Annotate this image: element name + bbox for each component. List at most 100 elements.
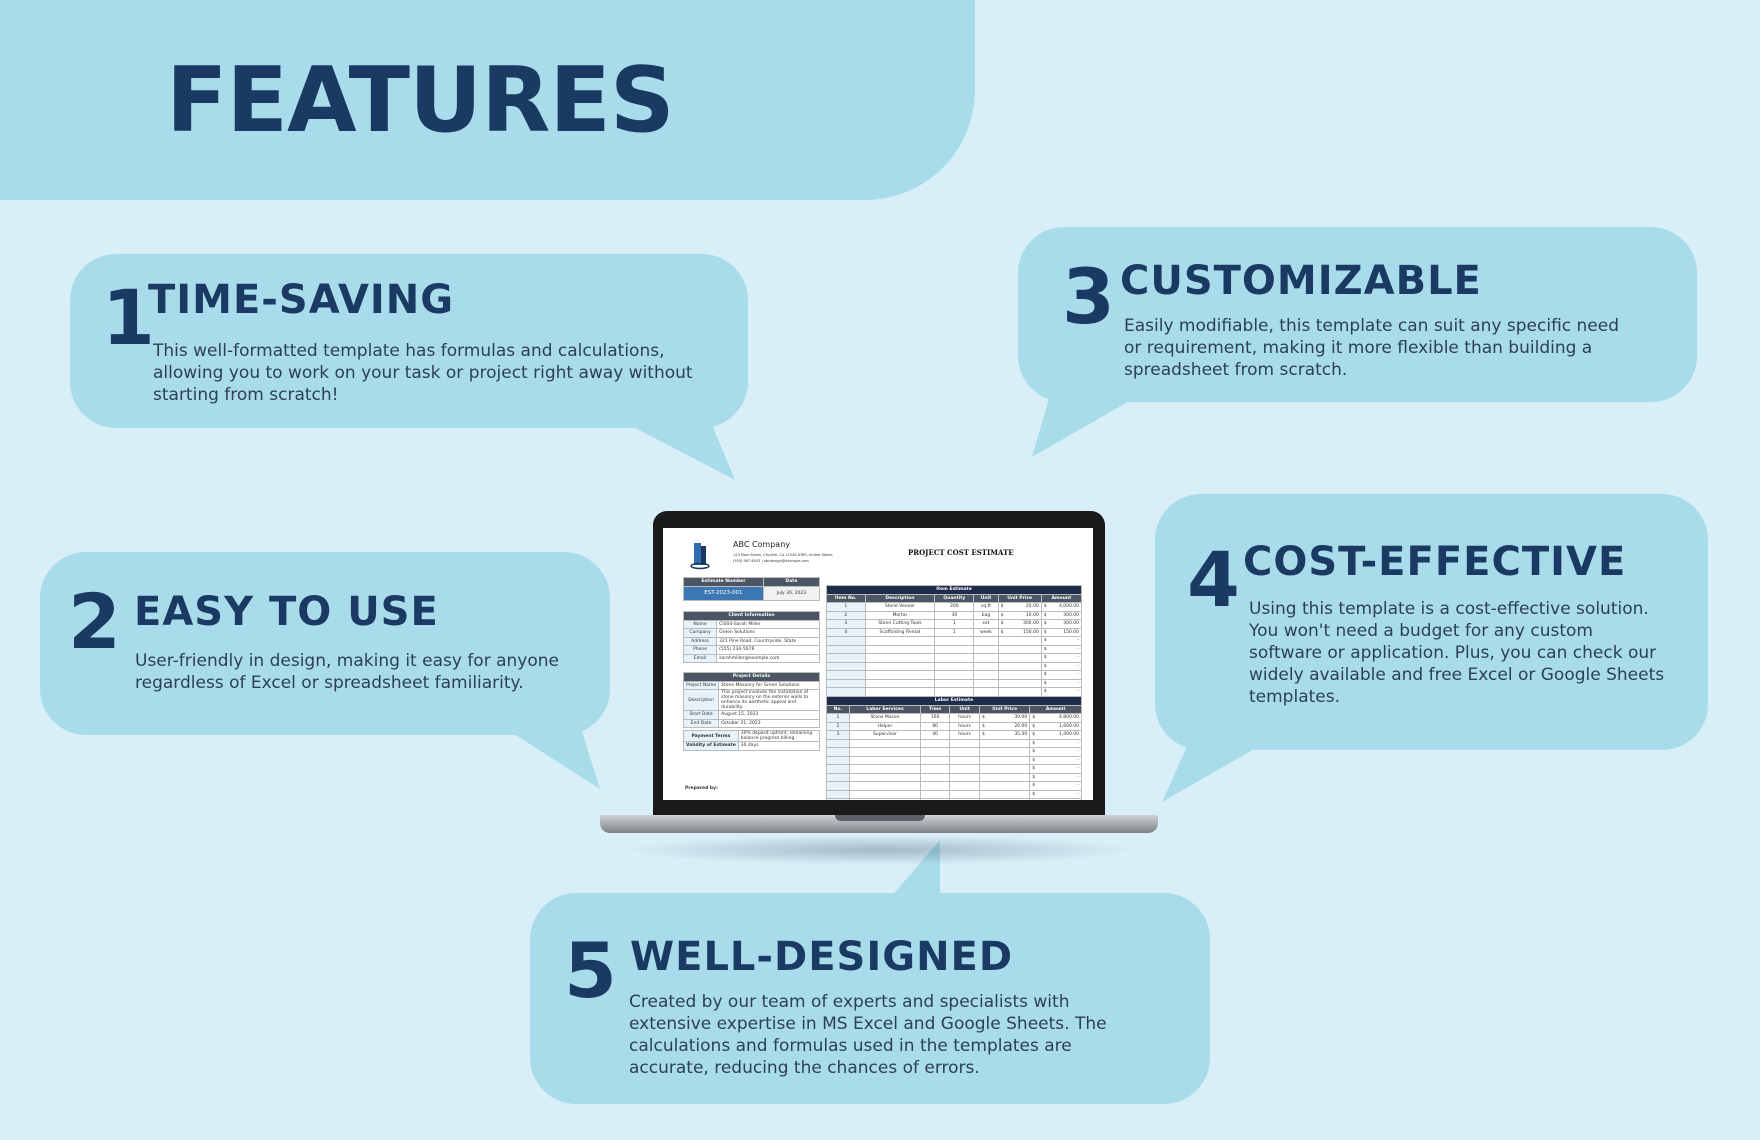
empty-cell[interactable] xyxy=(978,789,1031,799)
empty-cell[interactable] xyxy=(978,738,1031,748)
empty-cell[interactable] xyxy=(949,789,980,799)
empty-cell[interactable] xyxy=(826,670,866,680)
table-cell[interactable]: hours xyxy=(949,730,980,740)
table-cell[interactable]: $1,600.00 xyxy=(1029,721,1082,731)
empty-cell[interactable] xyxy=(826,764,850,774)
empty-cell[interactable] xyxy=(826,789,850,799)
empty-cell[interactable]: $- xyxy=(1040,678,1083,688)
table-cell[interactable]: $4,000.00 xyxy=(1040,602,1083,612)
empty-cell[interactable] xyxy=(997,687,1042,697)
empty-cell[interactable] xyxy=(973,678,999,688)
empty-cell[interactable] xyxy=(973,644,999,654)
table-cell[interactable]: 80 xyxy=(920,721,951,731)
table-cell[interactable]: $35.00 xyxy=(978,730,1031,740)
empty-cell[interactable]: $- xyxy=(1029,772,1082,782)
empty-cell[interactable]: $- xyxy=(1040,636,1083,646)
empty-cell[interactable]: $- xyxy=(1029,755,1082,765)
empty-cell[interactable]: $- xyxy=(1040,687,1083,697)
table-cell[interactable]: $10.00 xyxy=(997,610,1042,620)
empty-cell[interactable]: $- xyxy=(1040,653,1083,663)
empty-cell[interactable] xyxy=(826,678,866,688)
table-cell[interactable]: Stone Cutting Tools xyxy=(864,619,936,629)
empty-cell[interactable] xyxy=(848,755,922,765)
empty-cell[interactable] xyxy=(934,670,975,680)
empty-cell[interactable] xyxy=(920,789,951,799)
empty-cell[interactable] xyxy=(949,755,980,765)
table-cell[interactable]: 1 xyxy=(826,602,866,612)
empty-cell[interactable] xyxy=(864,687,936,697)
empty-cell[interactable] xyxy=(949,738,980,748)
table-cell[interactable]: $150.00 xyxy=(997,627,1042,637)
empty-cell[interactable] xyxy=(920,747,951,757)
empty-cell[interactable] xyxy=(848,738,922,748)
row-value[interactable]: October 31, 2023 xyxy=(718,718,820,728)
empty-cell[interactable]: $- xyxy=(1040,644,1083,654)
table-cell[interactable]: $20.00 xyxy=(997,602,1042,612)
empty-cell[interactable] xyxy=(920,781,951,791)
empty-cell[interactable] xyxy=(826,772,850,782)
empty-cell[interactable] xyxy=(848,772,922,782)
empty-cell[interactable] xyxy=(826,653,866,663)
empty-cell[interactable] xyxy=(934,661,975,671)
empty-cell[interactable] xyxy=(973,687,999,697)
empty-cell[interactable] xyxy=(978,755,1031,765)
empty-cell[interactable] xyxy=(978,772,1031,782)
empty-cell[interactable] xyxy=(920,798,951,800)
row-value[interactable]: (555) 234-5678 xyxy=(716,645,820,655)
empty-cell[interactable] xyxy=(826,636,866,646)
table-cell[interactable]: Supervisor xyxy=(848,730,922,740)
empty-cell[interactable] xyxy=(973,636,999,646)
estimate-date[interactable]: July 30, 2023 xyxy=(762,585,821,601)
row-value[interactable]: August 15, 2023 xyxy=(718,710,820,720)
empty-cell[interactable] xyxy=(934,636,975,646)
table-cell[interactable]: bag xyxy=(973,610,999,620)
empty-cell[interactable] xyxy=(864,661,936,671)
empty-cell[interactable] xyxy=(864,636,936,646)
empty-cell[interactable] xyxy=(826,798,850,800)
empty-cell[interactable] xyxy=(864,670,936,680)
table-cell[interactable]: $4,800.00 xyxy=(1029,713,1082,723)
empty-cell[interactable] xyxy=(973,661,999,671)
empty-cell[interactable] xyxy=(997,636,1042,646)
empty-cell[interactable]: $- xyxy=(1029,789,1082,799)
table-cell[interactable]: 4 xyxy=(826,627,866,637)
table-cell[interactable]: $300.00 xyxy=(997,619,1042,629)
table-cell[interactable]: $300.00 xyxy=(1040,619,1083,629)
empty-cell[interactable] xyxy=(826,687,866,697)
empty-cell[interactable] xyxy=(997,670,1042,680)
row-value[interactable]: CI004-Sarah Miller xyxy=(716,619,820,629)
empty-cell[interactable] xyxy=(826,781,850,791)
table-cell[interactable]: Scaffolding Rental xyxy=(864,627,936,637)
empty-cell[interactable] xyxy=(934,653,975,663)
table-cell[interactable]: $150.00 xyxy=(1040,627,1083,637)
empty-cell[interactable] xyxy=(848,764,922,774)
empty-cell[interactable] xyxy=(978,798,1031,800)
empty-cell[interactable] xyxy=(864,653,936,663)
table-cell[interactable]: 1 xyxy=(826,713,850,723)
empty-cell[interactable] xyxy=(949,764,980,774)
table-cell[interactable]: 30 xyxy=(934,610,975,620)
row-value[interactable]: 30 days xyxy=(737,741,821,751)
empty-cell[interactable] xyxy=(920,772,951,782)
empty-cell[interactable]: $- xyxy=(1029,738,1082,748)
empty-cell[interactable]: $- xyxy=(1040,670,1083,680)
table-cell[interactable]: 160 xyxy=(920,713,951,723)
empty-cell[interactable] xyxy=(826,661,866,671)
table-cell[interactable]: sq.ft xyxy=(973,602,999,612)
empty-cell[interactable] xyxy=(864,678,936,688)
empty-cell[interactable] xyxy=(949,798,980,800)
empty-cell[interactable] xyxy=(949,747,980,757)
empty-cell[interactable] xyxy=(848,781,922,791)
empty-cell[interactable] xyxy=(864,644,936,654)
row-value[interactable]: Green Solutions xyxy=(716,628,820,638)
empty-cell[interactable] xyxy=(934,687,975,697)
table-cell[interactable]: Mortar xyxy=(864,610,936,620)
empty-cell[interactable] xyxy=(826,738,850,748)
empty-cell[interactable] xyxy=(949,781,980,791)
table-cell[interactable]: Stone Veneer xyxy=(864,602,936,612)
empty-cell[interactable] xyxy=(949,772,980,782)
empty-cell[interactable] xyxy=(997,661,1042,671)
empty-cell[interactable] xyxy=(848,798,922,800)
table-cell[interactable]: 2 xyxy=(826,721,850,731)
table-cell[interactable]: set xyxy=(973,619,999,629)
